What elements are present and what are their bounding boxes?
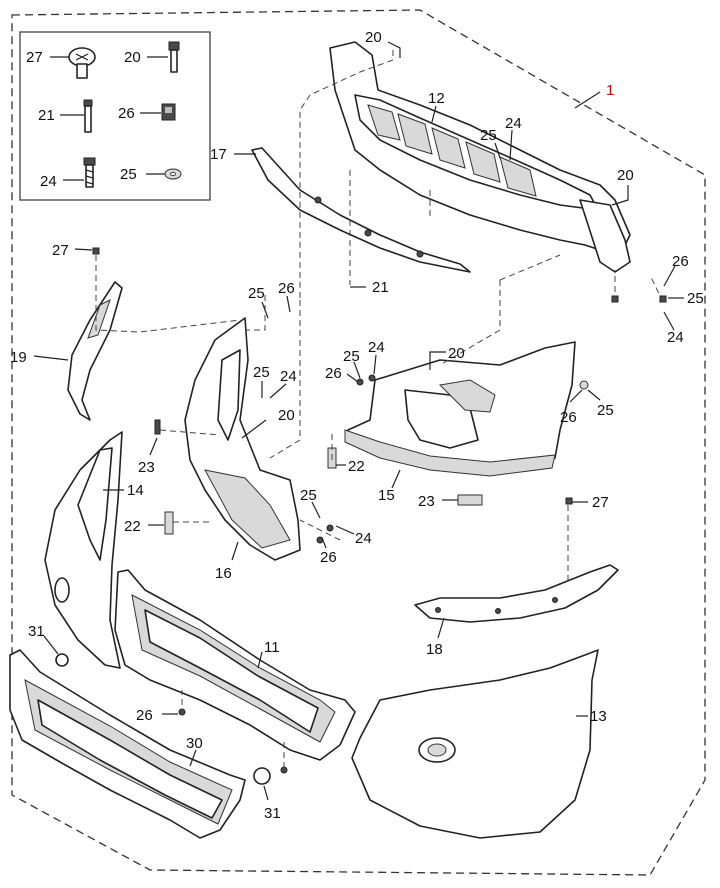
callout-24-mount: 24: [368, 339, 385, 356]
callout-20-top: 20: [365, 29, 382, 46]
callout-27-right: 27: [592, 494, 609, 511]
callout-20-right: 20: [617, 167, 634, 184]
part-17-upper-trim: [251, 147, 471, 273]
callout-26-right: 26: [672, 253, 689, 270]
callout-24-lower: 24: [355, 530, 372, 547]
callout-23-mount: 23: [418, 493, 435, 510]
alignment-lines: [95, 50, 664, 768]
callout-18: 18: [426, 641, 443, 658]
callout-25-inner: 25: [253, 364, 270, 381]
callout-25-corner: 25: [597, 402, 614, 419]
washer-icon: [164, 168, 182, 180]
callout-11: 11: [264, 639, 280, 656]
callout-30: 30: [186, 735, 203, 752]
callout-13: 13: [590, 708, 607, 725]
callout-20-mount: 20: [448, 345, 465, 362]
part-31-upper-cap: [55, 653, 69, 667]
callout-26-mount: 26: [325, 365, 342, 382]
key-label-24: 24: [40, 173, 57, 190]
callout-16: 16: [215, 565, 232, 582]
callout-25-grille: 25: [480, 127, 497, 144]
callout-24-grille: 24: [505, 115, 522, 132]
screw-icon: [83, 157, 96, 188]
callout-25-right: 25: [687, 290, 704, 307]
callout-26-bracket: 26: [278, 280, 295, 297]
callouts: 1 20 12 24 25 20 17 21 27 19 25 26 25 24…: [10, 29, 704, 822]
callout-27-left: 27: [52, 242, 69, 259]
callout-22-mount: 22: [348, 458, 365, 475]
callout-23-left: 23: [138, 459, 155, 476]
part-11-lower-grille: [114, 569, 356, 761]
callout-17: 17: [210, 146, 227, 163]
callout-21-mid: 21: [372, 279, 389, 296]
pin-icon: [83, 99, 93, 133]
callout-20-inner: 20: [278, 407, 295, 424]
grille-openings: [367, 104, 537, 197]
fastener-key-box: 27 20 21 26 24 25: [19, 31, 211, 201]
callout-26-corner: 26: [560, 409, 577, 426]
callout-14: 14: [127, 482, 144, 499]
callout-22-left: 22: [124, 518, 141, 535]
callout-25-lower: 25: [300, 487, 317, 504]
part-12-grille-reinforcement: [329, 41, 631, 273]
assembly-boundary: [11, 9, 706, 876]
key-label-21: 21: [38, 107, 55, 124]
callout-12: 12: [428, 90, 445, 107]
part-19-left-trim: [67, 281, 123, 421]
callout-31-lower: 31: [264, 805, 281, 822]
callout-24-right: 24: [667, 329, 684, 346]
clip-nut-icon: [161, 103, 176, 121]
part-14-left-fender: [44, 431, 123, 669]
part-15-right-bracket: [344, 341, 576, 477]
part-13-bumper-skin: [351, 649, 599, 839]
key-label-26: 26: [118, 105, 135, 122]
fastener-marks: [92, 247, 667, 774]
key-label-25: 25: [120, 166, 137, 183]
callout-24-inner: 24: [280, 368, 297, 385]
callout-25-mount: 25: [343, 348, 360, 365]
bolt-icon: [168, 41, 180, 73]
callout-1-assembly: 1: [606, 82, 614, 99]
part-18-right-trim: [414, 564, 619, 623]
key-label-27: 27: [26, 49, 43, 66]
callout-15: 15: [378, 487, 395, 504]
key-label-20: 20: [124, 49, 141, 66]
callout-31-upper: 31: [28, 623, 45, 640]
part-30-grille-surround: [9, 649, 246, 839]
callout-26-lower: 26: [320, 549, 337, 566]
part-31-lower-cap: [253, 767, 271, 785]
callout-25-bracket: 25: [248, 285, 265, 302]
callout-26-bottom: 26: [136, 707, 153, 724]
push-rivet-icon: [68, 47, 96, 79]
part-16-left-bracket: [184, 317, 301, 561]
callout-19: 19: [10, 349, 27, 366]
